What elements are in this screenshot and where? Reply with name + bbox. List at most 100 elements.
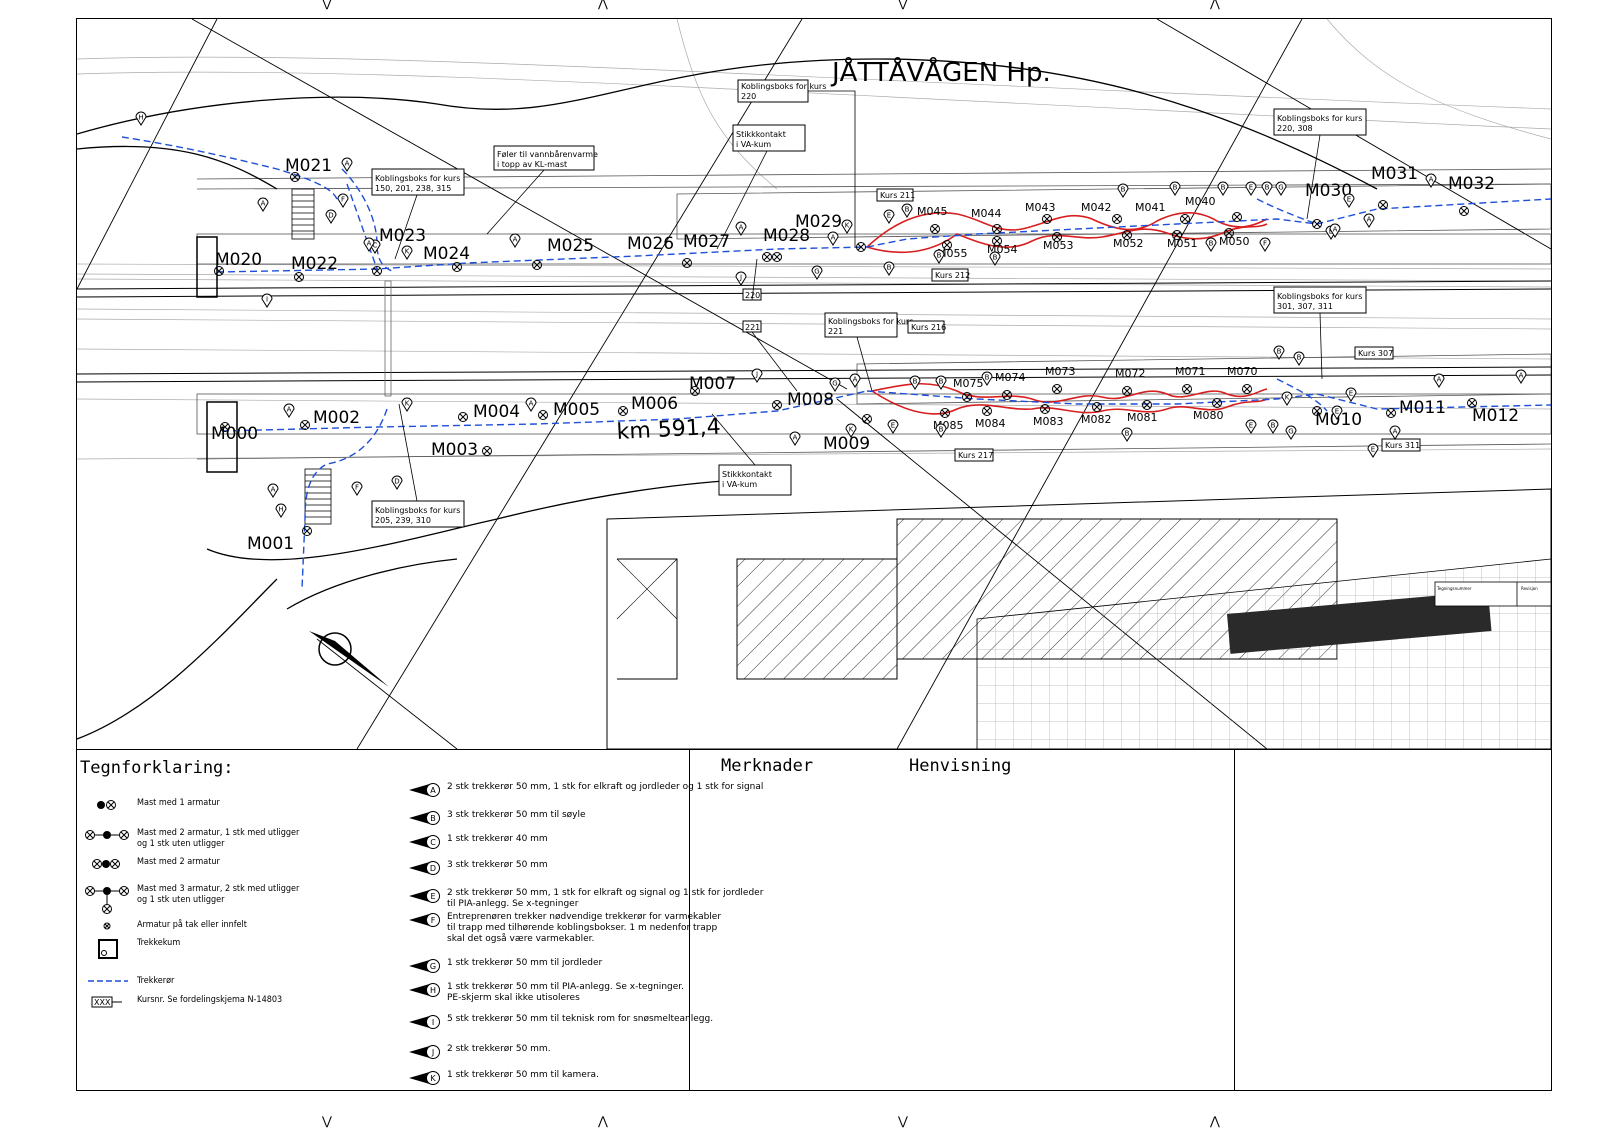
code-marker-pin — [261, 293, 273, 308]
legend-item: XXX Kursnr. Se fordelingskjema N-14803 — [77, 995, 282, 1015]
mast-icon — [962, 392, 972, 402]
mast-label: M043 — [1025, 201, 1056, 214]
code-arrow-icon: J — [407, 1044, 447, 1060]
code-marker: A — [283, 403, 295, 418]
code-marker: J — [751, 368, 763, 383]
mast: M007 — [689, 374, 736, 396]
mast: M024 — [423, 244, 470, 272]
code-marker-letter: B — [1173, 184, 1178, 192]
mast: M082 — [1081, 402, 1112, 426]
mast-cross — [1113, 215, 1121, 223]
code-marker: A — [363, 237, 375, 252]
code-letter: D — [430, 864, 436, 873]
code-marker-pin — [1367, 443, 1379, 458]
mast-icon — [1312, 406, 1322, 416]
code-marker-pin — [1331, 405, 1343, 420]
code-marker: A — [827, 231, 839, 246]
code-marker-pin — [1217, 181, 1229, 196]
mast-label: M006 — [631, 394, 678, 414]
mast-icon — [1312, 219, 1322, 229]
mast: M009 — [823, 414, 872, 454]
circuit-tag: 221 — [742, 320, 762, 333]
plan-drawing: Tegningsnummer Revisjon — [76, 18, 1552, 750]
mast-cross — [1053, 233, 1061, 241]
code-marker: A — [1329, 223, 1341, 238]
mast-label: M081 — [1127, 411, 1158, 424]
mast: M021 — [285, 156, 332, 182]
mast: M052 — [1113, 230, 1144, 250]
code-marker-letter: K — [1285, 394, 1290, 402]
code-marker: G — [829, 377, 841, 392]
code-marker-letter: E — [1249, 422, 1253, 430]
code-marker-pin — [1245, 181, 1257, 196]
mast: M075 — [953, 377, 984, 402]
code-marker-letter: B — [993, 254, 998, 262]
mast-label: M040 — [1185, 195, 1216, 208]
code-marker: B — [935, 423, 947, 438]
mast: M026 — [627, 234, 692, 268]
code-marker-pin — [811, 265, 823, 280]
code-marker-letter: A — [367, 240, 372, 248]
code-letter: I — [432, 1018, 434, 1027]
circuit-tag: Kurs 217 — [954, 448, 994, 462]
code-marker: A — [267, 483, 279, 498]
mast-cross — [1225, 229, 1233, 237]
mast-3-icon — [77, 884, 137, 916]
code-marker-letter: B — [939, 426, 944, 434]
code-marker-letter: A — [793, 434, 798, 442]
code-marker: A — [1515, 369, 1527, 384]
code-marker-pin — [1285, 425, 1297, 440]
mast-label: M055 — [937, 247, 968, 260]
mast-cross — [1093, 403, 1101, 411]
mast-label: M002 — [313, 408, 360, 428]
code-marker-pin — [789, 431, 801, 446]
code-legend-text: 1 stk trekkerør 50 mm til jordleder — [447, 958, 603, 968]
mast-icon — [300, 420, 310, 430]
code-marker-letter: B — [905, 206, 910, 214]
code-marker: B — [1293, 351, 1305, 366]
mast-icon — [214, 266, 224, 276]
mast: M030 — [1305, 181, 1352, 229]
column-divider — [689, 750, 690, 1090]
notes-heading: Merknader — [721, 756, 814, 776]
code-marker-pin — [883, 209, 895, 224]
code-marker-pin — [1245, 419, 1257, 434]
code-marker-pin — [1515, 369, 1527, 384]
mast-icon — [458, 412, 468, 422]
mast-cross — [773, 401, 781, 409]
mast-label: M029 — [795, 212, 842, 232]
code-marker-letter: G — [814, 268, 819, 276]
mast-label: M032 — [1448, 174, 1495, 194]
code-marker: E — [887, 419, 899, 434]
mast-cross — [1213, 399, 1221, 407]
mast-label: M041 — [1135, 201, 1166, 214]
code-marker-letter: A — [1393, 428, 1398, 436]
mast-label: M084 — [975, 417, 1006, 430]
code-legend-text: 1 stk trekkerør 40 mm — [447, 834, 548, 844]
mast-cross — [773, 253, 781, 261]
mast-label: M073 — [1045, 365, 1076, 378]
code-marker-pin — [341, 157, 353, 172]
legend-item: Armatur på tak eller innfelt — [77, 920, 247, 940]
mast: M028 — [763, 226, 810, 262]
code-marker-letter: A — [529, 400, 534, 408]
code-marker: E — [1345, 387, 1357, 402]
mast: M003 — [431, 440, 492, 460]
code-marker: H — [135, 111, 147, 126]
code-marker: D — [325, 209, 337, 224]
legend-text: Mast med 1 armatur — [137, 798, 220, 808]
circuit-tag: Kurs 311 — [1381, 438, 1421, 452]
code-marker-pin — [1389, 425, 1401, 440]
code-marker: B — [901, 203, 913, 218]
mast-icon — [372, 266, 382, 276]
mast-cross — [1183, 385, 1191, 393]
